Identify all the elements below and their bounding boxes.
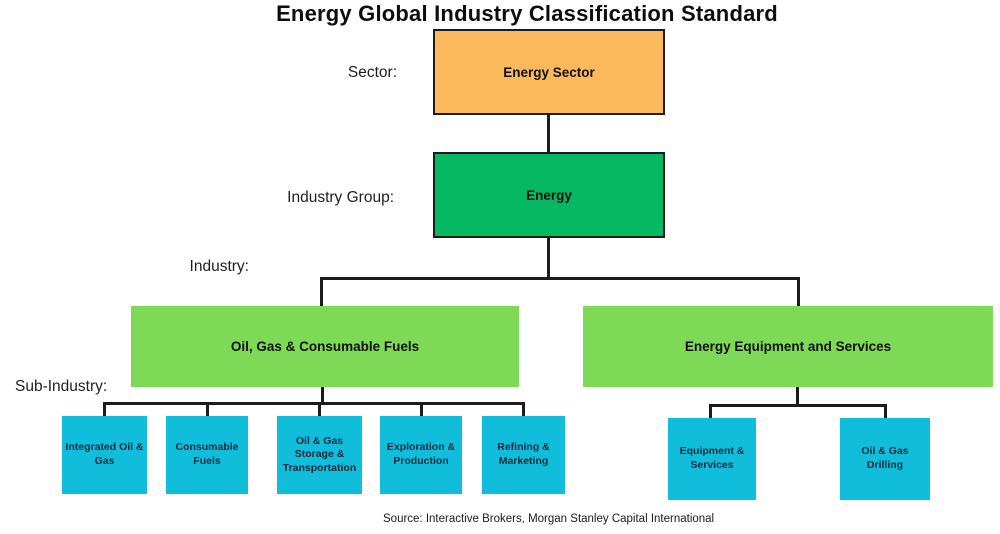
level-label-sub-industry: Sub-Industry: (15, 378, 108, 395)
connector-industry-horizontal (320, 277, 800, 280)
connector-sub-right-horizontal (709, 404, 887, 407)
node-exploration-production: Exploration & Production (380, 416, 462, 494)
level-label-industry: Industry: (189, 258, 249, 275)
connector-sector-to-industry-group (547, 110, 550, 155)
connector-stub-oil-gas-drilling (884, 404, 887, 421)
connector-industry-left-down (321, 385, 324, 405)
node-energy-equipment-and-services: Energy Equipment and Services (583, 306, 993, 387)
node-oil-gas-drilling: Oil & Gas Drilling (840, 418, 930, 500)
node-consumable-fuels: Consumable Fuels (166, 416, 248, 494)
connector-to-industry-left (320, 277, 323, 308)
connector-stub-integrated-oil-gas (103, 402, 106, 418)
connector-stub-consumable-fuels (206, 402, 209, 418)
node-oil-gas-consumable-fuels: Oil, Gas & Consumable Fuels (131, 306, 519, 387)
node-integrated-oil-gas: Integrated Oil & Gas (62, 416, 147, 494)
connector-industry-group-down (547, 235, 550, 279)
connector-to-industry-right (797, 277, 800, 308)
connector-stub-equipment-services (709, 404, 712, 421)
level-label-sector: Sector: (347, 64, 397, 81)
connector-sub-left-horizontal (103, 402, 525, 405)
connector-stub-exploration-production (420, 402, 423, 418)
node-oil-gas-storage-transportation: Oil & Gas Storage & Transportation (277, 416, 362, 494)
connector-stub-refining-marketing (522, 402, 525, 418)
connector-industry-right-down (796, 385, 799, 407)
page-title: Energy Global Industry Classification St… (276, 1, 778, 26)
level-label-industry-group: Industry Group: (287, 189, 394, 206)
node-energy: Energy (433, 152, 665, 238)
node-equipment-services: Equipment & Services (668, 418, 756, 500)
connector-stub-storage-transportation (318, 402, 321, 418)
source-note: Source: Interactive Brokers, Morgan Stan… (383, 513, 715, 525)
node-refining-marketing: Refining & Marketing (482, 416, 565, 494)
node-energy-sector: Energy Sector (433, 29, 665, 115)
